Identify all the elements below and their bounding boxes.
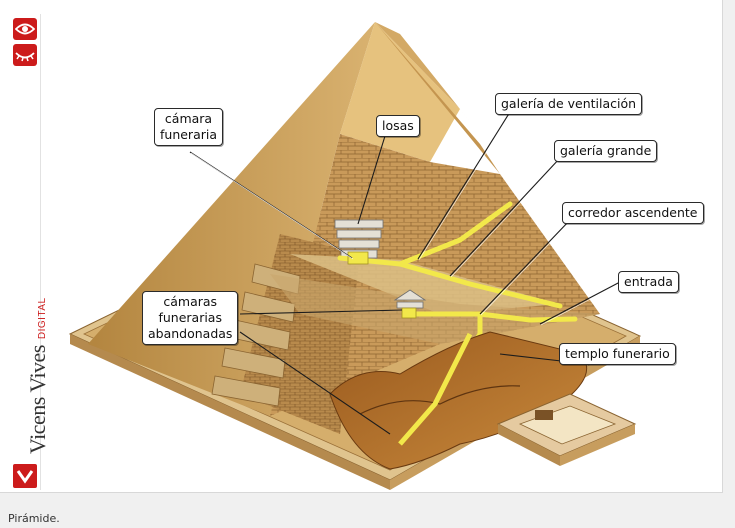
label-line: funeraria: [160, 127, 218, 142]
label-galeria-ventilacion: galería de ventilación: [495, 93, 643, 115]
label-line: abandonadas: [148, 326, 233, 341]
label-text: templo funerario: [565, 346, 670, 361]
label-line: cámara: [164, 111, 213, 126]
sidebar: Vicens VivesDIGITAL: [10, 14, 50, 490]
eye-open-icon[interactable]: [13, 18, 37, 40]
label-galeria-grande: galería grande: [554, 140, 658, 162]
image-caption: Pirámide.: [8, 512, 60, 525]
label-camaras-abandonadas: cámaras funerarias abandonadas: [142, 291, 239, 345]
brand-block: Vicens VivesDIGITAL: [10, 294, 50, 454]
label-line: cámaras: [163, 294, 218, 309]
label-line: funerarias: [158, 310, 222, 325]
label-text: losas: [382, 118, 414, 133]
label-text: corredor ascendente: [568, 205, 698, 220]
pyramid-diagram: cámara funeraria losas galería de ventil…: [40, 14, 720, 490]
label-text: galería grande: [560, 143, 652, 158]
label-corredor-ascendente: corredor ascendente: [562, 202, 704, 224]
label-text: galería de ventilación: [501, 96, 637, 111]
vicens-vives-logo-icon: [13, 464, 37, 488]
label-camara-funeraria: cámara funeraria: [154, 108, 224, 146]
pyramid-illustration: [68, 22, 642, 490]
label-losas: losas: [376, 115, 420, 137]
eye-closed-icon[interactable]: [13, 44, 37, 66]
label-text: entrada: [624, 274, 673, 289]
label-templo-funerario: templo funerario: [559, 343, 676, 365]
label-entrada: entrada: [618, 271, 679, 293]
